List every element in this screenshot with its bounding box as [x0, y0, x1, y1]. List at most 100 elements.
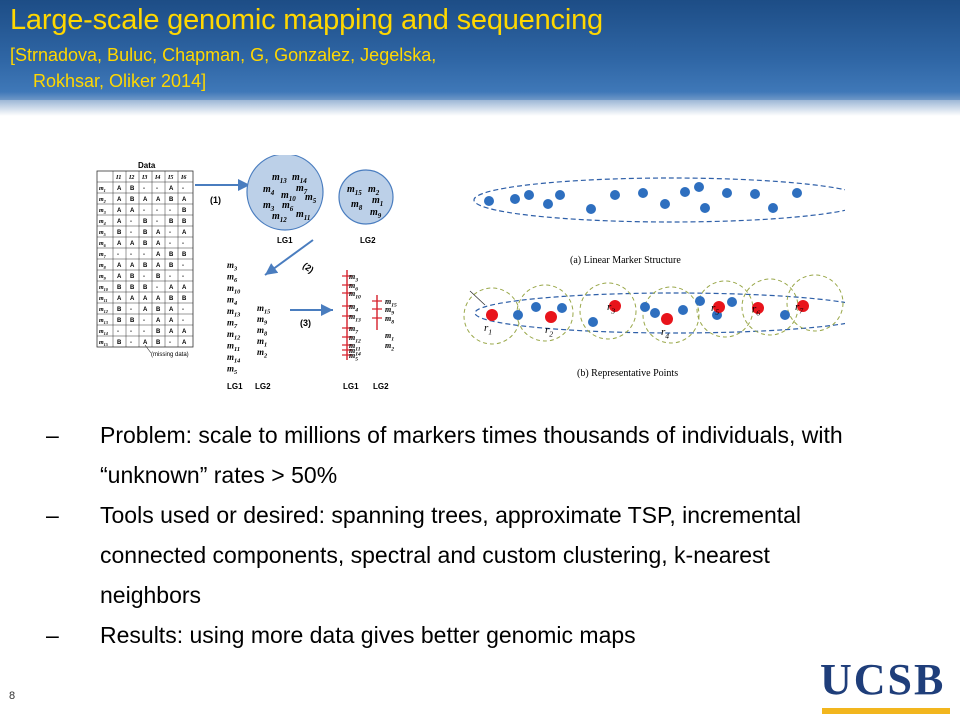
step-1-label: (1) — [210, 195, 221, 205]
order-lg2-label: LG2 — [255, 382, 271, 391]
table-cell: B — [117, 318, 122, 324]
lg2-cluster-marker: m15 — [347, 184, 362, 197]
table-cell: B — [169, 219, 174, 225]
lg1-order-marker: m11 — [227, 341, 240, 354]
marker-point — [588, 317, 598, 327]
table-cell: - — [169, 274, 171, 280]
table-cell: - — [156, 186, 158, 192]
lg2-map-marker: m2 — [385, 341, 394, 352]
table-cell: A — [156, 197, 161, 203]
table-cell: A — [182, 197, 187, 203]
table-cell: A — [130, 241, 135, 247]
lg2-order-marker: m8 — [257, 325, 268, 338]
lg2-map-marker: m9 — [385, 305, 394, 316]
lg1-cluster-marker: m3 — [263, 200, 275, 213]
title-bar — [0, 0, 960, 108]
table-row-marker: m9 — [99, 274, 107, 281]
step-2-label: (2) — [301, 261, 316, 276]
marker-point — [543, 199, 553, 209]
table-cell: - — [169, 340, 171, 346]
table-cell: B — [182, 252, 187, 258]
marker-point — [680, 187, 690, 197]
table-row-marker: m10 — [99, 285, 109, 292]
lg1-map-marker: m6 — [349, 281, 358, 292]
marker-point — [586, 204, 596, 214]
table-cell: A — [130, 296, 135, 302]
table-cell: B — [143, 285, 148, 291]
table-cell: B — [169, 296, 174, 302]
table-cell: - — [143, 329, 145, 335]
table-cell: - — [169, 208, 171, 214]
representative-point — [752, 302, 764, 314]
table-cell: A — [182, 285, 187, 291]
table-cell: - — [156, 219, 158, 225]
marker-point — [780, 310, 790, 320]
table-cell: B — [130, 274, 135, 280]
radius-line — [469, 290, 486, 306]
table-cell: B — [143, 263, 148, 269]
table-cell: A — [169, 318, 174, 324]
neighborhood-circle — [579, 282, 637, 340]
order-lg1-label: LG1 — [227, 382, 243, 391]
bullet-list: – Problem: scale to millions of markers … — [46, 415, 866, 655]
marker-point — [650, 308, 660, 318]
table-row-marker: m7 — [99, 252, 107, 259]
table-cell: B — [182, 208, 187, 214]
table-cell: A — [117, 274, 122, 280]
bullet-text: Problem: scale to millions of markers ti… — [100, 422, 843, 488]
table-cell: - — [130, 329, 132, 335]
page-number: 8 — [9, 690, 16, 702]
table-row-marker: m5 — [99, 230, 106, 237]
table-cell: B — [143, 219, 148, 225]
table-cell: - — [156, 208, 158, 214]
table-cell: - — [182, 263, 184, 269]
lg2-order-marker: m2 — [257, 347, 267, 360]
table-cell: - — [117, 329, 119, 335]
table-cell: B — [130, 318, 135, 324]
representative-label: r6 — [752, 303, 760, 317]
lg1-cluster-circle — [246, 155, 324, 231]
lg1-cluster-marker: m7 — [296, 183, 308, 196]
representative-point — [797, 300, 809, 312]
neighborhood-circle — [696, 280, 754, 338]
table-cell: A — [169, 329, 174, 335]
lg1-cluster-label: LG1 — [277, 236, 293, 245]
table-cell: - — [169, 230, 171, 236]
representative-label: r3 — [607, 301, 615, 315]
lg1-order-marker: m6 — [227, 272, 238, 285]
lg1-cluster-marker: m10 — [281, 190, 296, 203]
citation-line-2: Rokhsar, Oliker 2014] — [33, 71, 207, 91]
lg2-map-marker: m8 — [385, 314, 394, 325]
neighborhood-circle — [786, 274, 844, 332]
neighborhood-circle — [741, 278, 799, 336]
bullet-dash: – — [46, 422, 59, 448]
table-cell: A — [182, 340, 187, 346]
table-cell: A — [156, 296, 161, 302]
table-cell: A — [143, 340, 148, 346]
marker-point — [695, 296, 705, 306]
table-cell: - — [182, 186, 184, 192]
lg1-order-marker: m5 — [227, 364, 237, 377]
table-cell: B — [117, 307, 122, 313]
lg1-order-marker: m4 — [227, 295, 237, 308]
representative-point — [545, 311, 557, 323]
table-cell: B — [156, 274, 161, 280]
table-row-marker: m8 — [99, 263, 107, 270]
table-cell: B — [130, 197, 135, 203]
bullet-tools: – Tools used or desired: spanning trees,… — [46, 495, 866, 615]
table-cell: B — [156, 340, 161, 346]
representative-label: r7 — [795, 301, 804, 315]
lg2-cluster-marker: m1 — [372, 195, 383, 208]
representative-label: r2 — [545, 324, 553, 338]
ucsb-logo-underline — [822, 708, 950, 714]
table-cell: - — [143, 252, 145, 258]
table-cell: A — [117, 241, 122, 247]
table-cell: - — [130, 219, 132, 225]
lg1-order-marker: m12 — [227, 329, 240, 342]
table-cell: A — [117, 296, 122, 302]
bullet-text: Results: using more data gives better ge… — [100, 622, 636, 648]
table-cell: B — [182, 219, 187, 225]
lg1-map-marker: m7 — [349, 324, 358, 335]
map-lg1-label: LG1 — [343, 382, 359, 391]
marker-point — [513, 310, 523, 320]
